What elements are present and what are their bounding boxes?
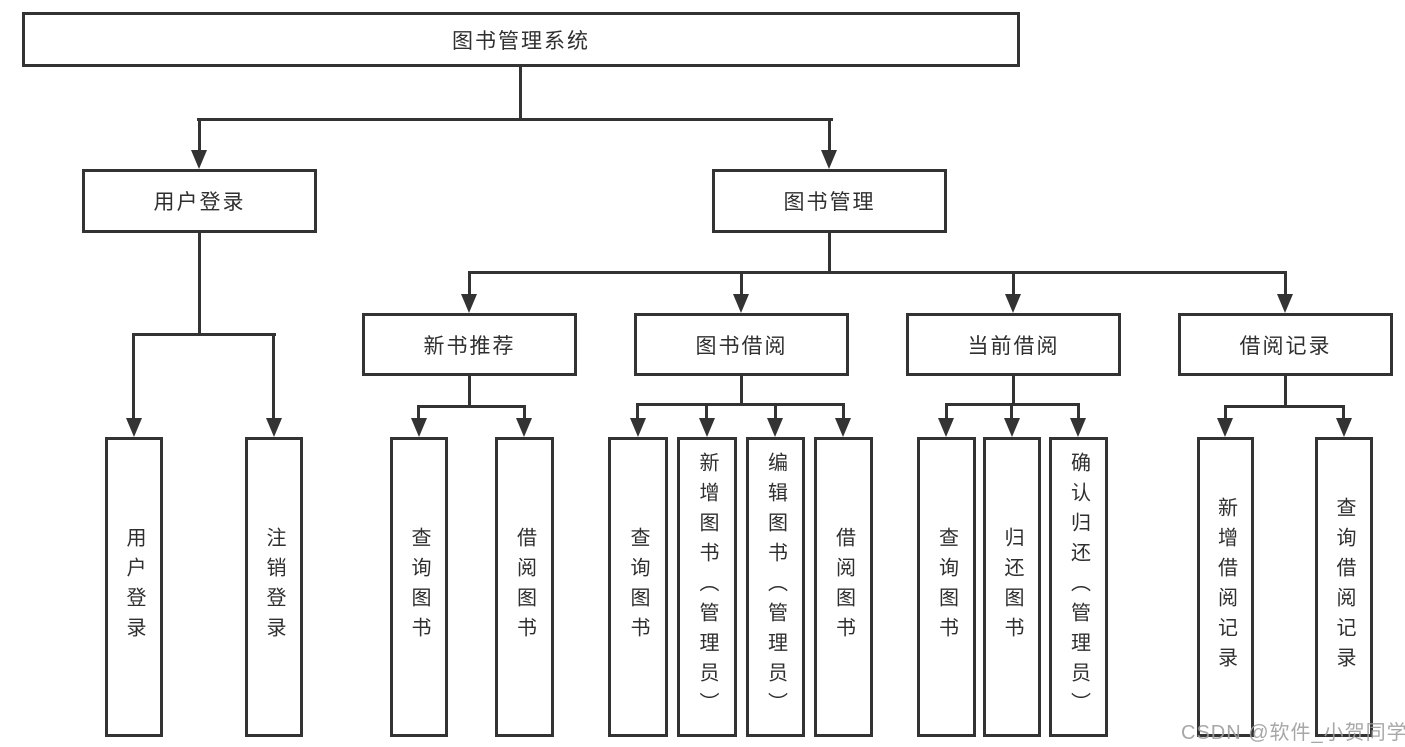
connector-children-bar (1224, 405, 1345, 408)
leaf-logout: 注销登录 (245, 437, 303, 737)
connector-level1-bar (197, 118, 833, 121)
connector-leaf-stem (1077, 403, 1080, 421)
leaf-confirm-return-admin: 确认归还（管理员） (1049, 437, 1108, 737)
connector-user-login-stem (198, 118, 201, 154)
connector-leaf-stem (1010, 403, 1013, 421)
arrow-down-icon (1336, 418, 1352, 437)
arrow-down-icon (461, 294, 477, 313)
arrow-down-icon (699, 418, 715, 437)
connector-leaf-stem (523, 405, 526, 421)
connector-mgmt-split-stem (828, 233, 831, 274)
arrow-down-icon (126, 418, 142, 437)
connector-children-bar (417, 405, 526, 408)
leaf-edit-book-admin: 编辑图书（管理员） (746, 437, 805, 737)
node-system-root: 图书管理系统 (22, 12, 1020, 67)
connector-l3-stem (740, 271, 743, 299)
connector-leaf-stem (842, 403, 845, 421)
connector-leaf-stem (774, 403, 777, 421)
connector-leaf-stem (132, 333, 135, 421)
connector-login-split-stem (198, 233, 201, 336)
node-book-management: 图书管理 (712, 169, 947, 233)
connector-leaf-stem (1342, 405, 1345, 421)
connector-leaf-stem (417, 405, 420, 421)
connector-leaf-stem (636, 403, 639, 421)
arrow-down-icon (1217, 418, 1233, 437)
arrow-down-icon (1004, 418, 1020, 437)
arrow-down-icon (835, 418, 851, 437)
connector-split-stem (1284, 376, 1287, 407)
node-user-login: 用户登录 (82, 169, 317, 233)
node-current-borrowing: 当前借阅 (906, 313, 1121, 376)
connector-leaf-stem (945, 403, 948, 421)
leaf-user-login: 用户登录 (105, 437, 163, 737)
connector-leaf-stem (272, 333, 275, 421)
connector-level3-bar (468, 271, 1286, 274)
leaf-query-books-current: 查询图书 (917, 437, 976, 737)
connector-leaf-stem (1224, 405, 1227, 421)
connector-split-stem (1012, 376, 1015, 405)
connector-root-stem (519, 67, 522, 120)
leaf-return-book: 归还图书 (983, 437, 1041, 737)
connector-leaf-stem (705, 403, 708, 421)
arrow-down-icon (938, 418, 954, 437)
connector-book-mgmt-stem (828, 118, 831, 154)
arrow-down-icon (630, 418, 646, 437)
watermark: CSDN @软件_小贺同学 (1181, 722, 1405, 744)
leaf-query-books-recommend: 查询图书 (390, 437, 448, 737)
node-book-borrowing: 图书借阅 (634, 313, 849, 376)
arrow-down-icon (821, 150, 837, 169)
connector-children-bar (636, 403, 845, 406)
leaf-borrow-books-recommend: 借阅图书 (495, 437, 554, 737)
arrow-down-icon (266, 418, 282, 437)
arrow-down-icon (411, 418, 427, 437)
connector-split-stem (740, 376, 743, 405)
arrow-down-icon (767, 418, 783, 437)
arrow-down-icon (733, 294, 749, 313)
node-borrowing-records: 借阅记录 (1178, 313, 1393, 376)
leaf-add-book-admin: 新增图书（管理员） (677, 437, 737, 737)
node-new-book-recommendation: 新书推荐 (362, 313, 577, 376)
connector-l3-stem (1012, 271, 1015, 299)
connector-l3-stem (1284, 271, 1287, 299)
arrow-down-icon (1005, 294, 1021, 313)
connector-split-stem (468, 376, 471, 407)
connector-login-bar (133, 333, 276, 336)
leaf-query-borrow-record: 查询借阅记录 (1315, 437, 1373, 737)
connector-l3-stem (468, 271, 471, 299)
arrow-down-icon (1277, 294, 1293, 313)
arrow-down-icon (516, 418, 532, 437)
arrow-down-icon (1070, 418, 1086, 437)
arrow-down-icon (191, 150, 207, 169)
leaf-add-borrow-record: 新增借阅记录 (1197, 437, 1254, 737)
leaf-borrow-books-borrowing: 借阅图书 (814, 437, 873, 737)
leaf-query-books-borrowing: 查询图书 (608, 437, 668, 737)
